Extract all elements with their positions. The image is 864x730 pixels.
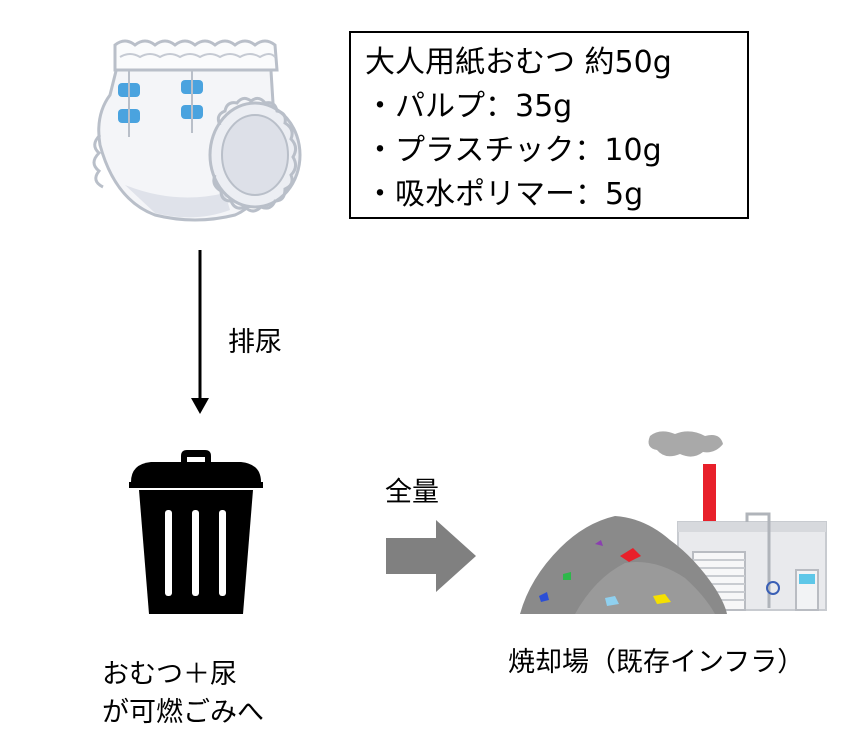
composition-item-plastic: ・プラスチック：10g xyxy=(365,133,662,168)
down-arrow xyxy=(191,250,209,414)
composition-item-pulp: ・パルプ：35g xyxy=(365,89,573,124)
all-amount-label: 全量 xyxy=(385,477,439,508)
urination-label: 排尿 xyxy=(228,327,282,358)
incinerator-label: 焼却場（既存インフラ） xyxy=(508,647,805,678)
diaper-waste-label-1: おむつ＋尿 xyxy=(102,659,237,690)
diaper-composition-box: 大人用紙おむつ 約50g ・パルプ：35g ・プラスチック：10g ・吸水ポリマ… xyxy=(349,31,749,219)
diaper-waste-label-2: が可燃ごみへ xyxy=(102,697,264,728)
diaper-illustration xyxy=(92,39,302,222)
composition-item-polymer: ・吸水ポリマー：5g xyxy=(365,177,644,212)
incinerator-illustration xyxy=(520,431,827,614)
composition-title: 大人用紙おむつ 約50g xyxy=(365,45,672,80)
trash-can-icon xyxy=(129,450,263,614)
right-arrow xyxy=(386,520,476,592)
